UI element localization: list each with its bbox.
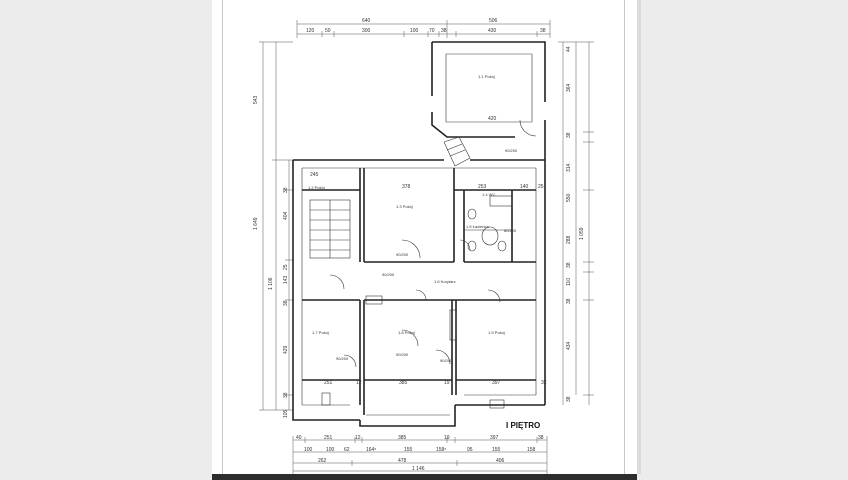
dim-interior: 25 — [538, 184, 544, 190]
dim-bottom-1: 40 — [296, 435, 302, 441]
sheet-frame — [222, 0, 625, 474]
room-label: 1.9 Pokój — [488, 330, 505, 335]
dim-left-inner: 38 — [283, 187, 289, 193]
building-walls — [292, 41, 546, 427]
dim-right-inner: 550 — [566, 193, 572, 202]
dim-bottom-2: 158 — [527, 447, 536, 453]
dim-interior: 251 — [324, 380, 333, 386]
dim-left-inner: 105 — [283, 409, 289, 418]
dim-bottom-1: 397 — [490, 435, 499, 441]
dim-top-seg: 120 — [306, 28, 315, 34]
dim-left: 1 106 — [268, 277, 274, 290]
door-label: 90/200 — [336, 356, 349, 361]
dim-left: 1 649 — [253, 217, 259, 230]
door-label: 90/200 — [382, 272, 395, 277]
dim-top-seg: 430 — [488, 28, 497, 34]
dim-right-inner: 314 — [566, 163, 572, 172]
door-label: 90/200 — [440, 358, 453, 363]
top-dimension-lines — [296, 20, 551, 38]
dim-right: 1 059 — [579, 227, 585, 240]
dim-right-inner: 288 — [566, 235, 572, 244]
room-label: 1.1 Pokój — [478, 74, 495, 79]
dim-bottom-2: 158⁵ — [436, 447, 446, 453]
dim-interior: 140 — [520, 184, 529, 190]
dim-top-seg: 38 — [540, 28, 546, 34]
dim-interior: 32 — [541, 380, 547, 386]
dim-right-inner: 38 — [566, 132, 572, 138]
dim-left-inner: 38 — [283, 300, 289, 306]
dim-interior: 420 — [488, 116, 497, 122]
room-label: 1.2 Pokój — [308, 185, 325, 190]
door-label: 90/200 — [396, 352, 409, 357]
dim-interior: 397 — [492, 380, 501, 386]
dim-bottom-1: 38 — [538, 435, 544, 441]
room-label: 1.3 Pokój — [396, 204, 413, 209]
sheet-title: I PIĘTRO — [506, 421, 540, 430]
dim-bottom-2: 62 — [344, 447, 350, 453]
dim-left-inner: 143 — [283, 275, 289, 284]
dim-right-inner: 38 — [566, 298, 572, 304]
door-label: 80/200 — [504, 228, 517, 233]
dim-bottom-1: 385 — [398, 435, 407, 441]
dim-interior: 385 — [399, 380, 408, 386]
dim-top-seg: 100 — [410, 28, 419, 34]
dim-bottom-1: 251 — [324, 435, 333, 441]
dim-right-inner: 44 — [566, 46, 572, 52]
dim-left: 543 — [253, 95, 259, 104]
dim-left-inner: 25 — [283, 264, 289, 270]
dim-bottom-2: 155 — [492, 447, 501, 453]
dim-left-inner: 404 — [283, 211, 289, 220]
dim-left-inner: 429 — [283, 345, 289, 354]
dim-bottom-2: 95 — [467, 447, 473, 453]
dim-bottom-2: 164⁵ — [366, 447, 376, 453]
dim-top-total-2: 506 — [489, 18, 498, 24]
dim-top-seg: 50 — [325, 28, 331, 34]
room-label: 1.5 Łazienka — [466, 224, 489, 229]
dim-top-seg: 300 — [362, 28, 371, 34]
dim-top-seg: 70 — [429, 28, 435, 34]
dim-bottom-1: 19 — [444, 435, 450, 441]
dim-right-inner: 434 — [566, 341, 572, 350]
door-label: 90/200 — [505, 148, 518, 153]
dim-interior: 245 — [310, 172, 319, 178]
dim-bottom-2: 100 — [326, 447, 335, 453]
drawing-sheet — [212, 0, 637, 474]
dim-interior: 253 — [478, 184, 487, 190]
dim-top-seg: 38 — [441, 28, 447, 34]
dim-bottom-1: 12 — [355, 435, 361, 441]
dim-bottom-2: 155 — [404, 447, 413, 453]
dim-top-total-1: 640 — [362, 18, 371, 24]
room-label: 1.6 Korytarz — [434, 279, 456, 284]
vertical-scrollbar[interactable] — [637, 0, 641, 474]
room-label: 1.7 Pokój — [312, 330, 329, 335]
dim-bottom-2: 100 — [304, 447, 313, 453]
left-dimension-lines — [259, 41, 293, 411]
room-label: 1.8 Pokój — [398, 330, 415, 335]
right-dimension-lines — [558, 41, 594, 405]
bottom-dimension-lines — [292, 436, 548, 474]
dim-right-inner: 364 — [566, 83, 572, 92]
door-label: 90/200 — [396, 252, 409, 257]
dim-left-inner: 38 — [283, 392, 289, 398]
dim-bottom-3: 262 — [318, 458, 327, 464]
dim-right-inner: 38 — [566, 262, 572, 268]
dim-right-inner: 110 — [566, 278, 572, 286]
dim-right-inner: 38 — [566, 396, 572, 402]
dim-interior: 12 — [356, 380, 362, 386]
dim-bottom-3: 478 — [398, 458, 407, 464]
taskbar — [212, 474, 637, 480]
dim-bottom-3: 406 — [496, 458, 505, 464]
dim-interior: 19 — [444, 380, 450, 386]
dim-interior: 378 — [402, 184, 411, 190]
dim-bottom-total: 1 146 — [412, 466, 425, 472]
room-label: 1.4 WC — [482, 192, 495, 197]
